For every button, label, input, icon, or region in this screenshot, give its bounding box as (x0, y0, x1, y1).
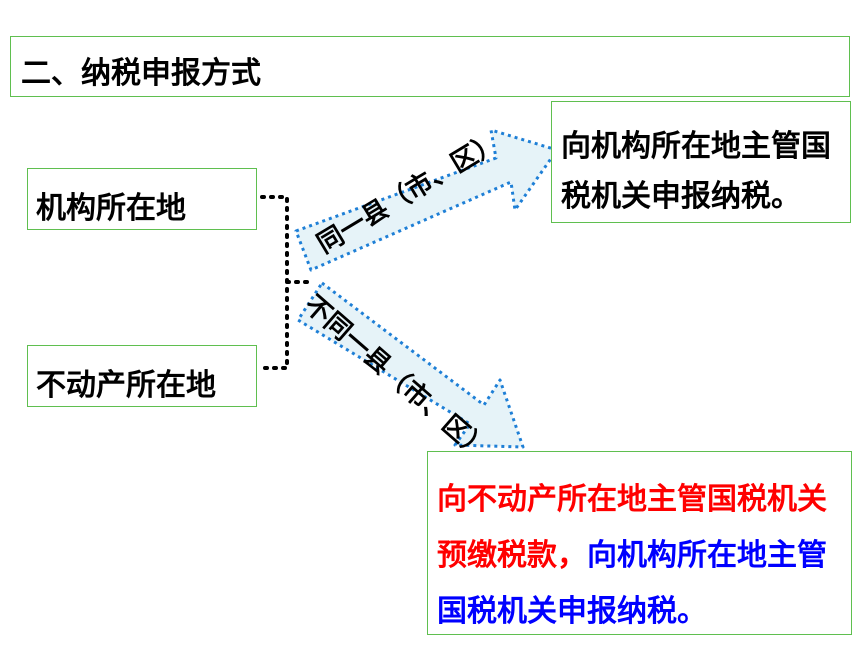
different-county-arrow (296, 281, 525, 449)
different-county-result-text: 向不动产所在地主管国税机关预缴税款，向机构所在地主管国税机关申报纳税。 (437, 472, 852, 640)
property-location-label: 不动产所在地 (36, 368, 216, 403)
filing-instruction: 向机构所在地主管国税机关申报纳税。 (437, 538, 827, 629)
different-county-result-box: 向不动产所在地主管国税机关预缴税款，向机构所在地主管国税机关申报纳税。 (427, 451, 852, 635)
same-county-result-box: 向机构所在地主管国税机关申报纳税。 (551, 101, 851, 223)
same-county-arrow (294, 128, 559, 272)
prepay-instruction: 向不动产所在地主管国税机关预缴税款， (437, 482, 827, 573)
org-location-box: 机构所在地 (27, 168, 257, 230)
title-box: 二、纳税申报方式 (10, 36, 850, 97)
page-title: 二、纳税申报方式 (21, 56, 261, 91)
bracket-connector (260, 195, 312, 370)
property-location-box: 不动产所在地 (27, 345, 257, 407)
same-county-result-text: 向机构所在地主管国税机关申报纳税。 (561, 129, 831, 214)
org-location-label: 机构所在地 (36, 191, 186, 226)
